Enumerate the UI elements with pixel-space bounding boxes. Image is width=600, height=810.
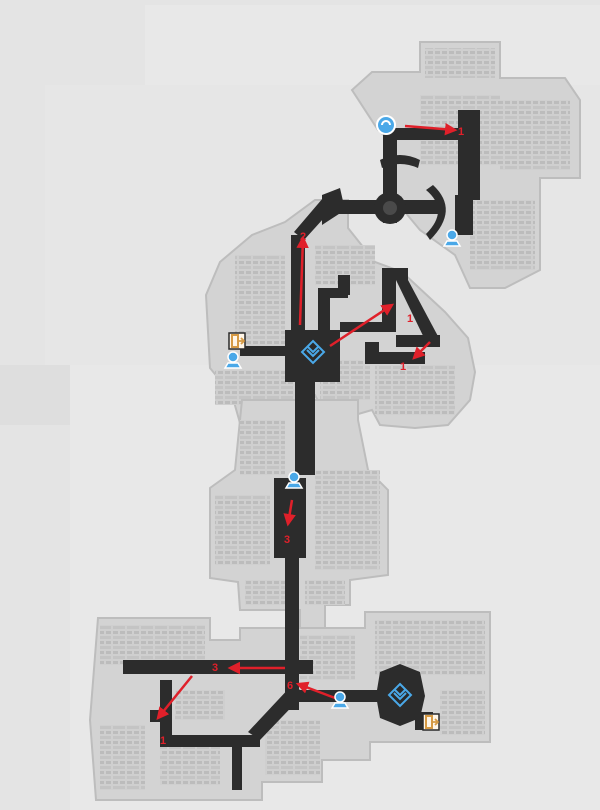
space-anchor-icon[interactable]	[442, 229, 462, 247]
route-label: 3	[212, 662, 218, 674]
route-arrow	[329, 303, 395, 348]
space-anchor-icon[interactable]	[376, 115, 396, 135]
route-arrow	[404, 122, 458, 136]
space-anchor-icon[interactable]	[330, 691, 350, 709]
space-anchor-icon[interactable]	[284, 471, 304, 489]
route-label: 2	[300, 231, 306, 243]
route-label: 1	[400, 361, 406, 373]
route-arrow	[283, 499, 296, 527]
exit-door-icon[interactable]	[228, 332, 246, 350]
route-arrow	[156, 675, 193, 720]
route-label: 6	[287, 680, 293, 692]
route-label: 3	[284, 534, 290, 546]
route-arrow	[412, 341, 431, 360]
calyx-icon[interactable]	[300, 339, 326, 365]
background-panel	[0, 365, 70, 425]
route-label: 1	[160, 735, 166, 747]
calyx-icon[interactable]	[387, 682, 413, 708]
route-label: 1	[407, 313, 413, 325]
route-arrow	[295, 681, 336, 700]
corridor-network	[123, 110, 480, 790]
route-overlay	[156, 122, 458, 720]
exit-door-icon[interactable]	[422, 713, 440, 731]
space-anchor-icon[interactable]	[223, 351, 243, 369]
route-arrow	[296, 235, 309, 326]
route-label: 1	[458, 126, 464, 138]
